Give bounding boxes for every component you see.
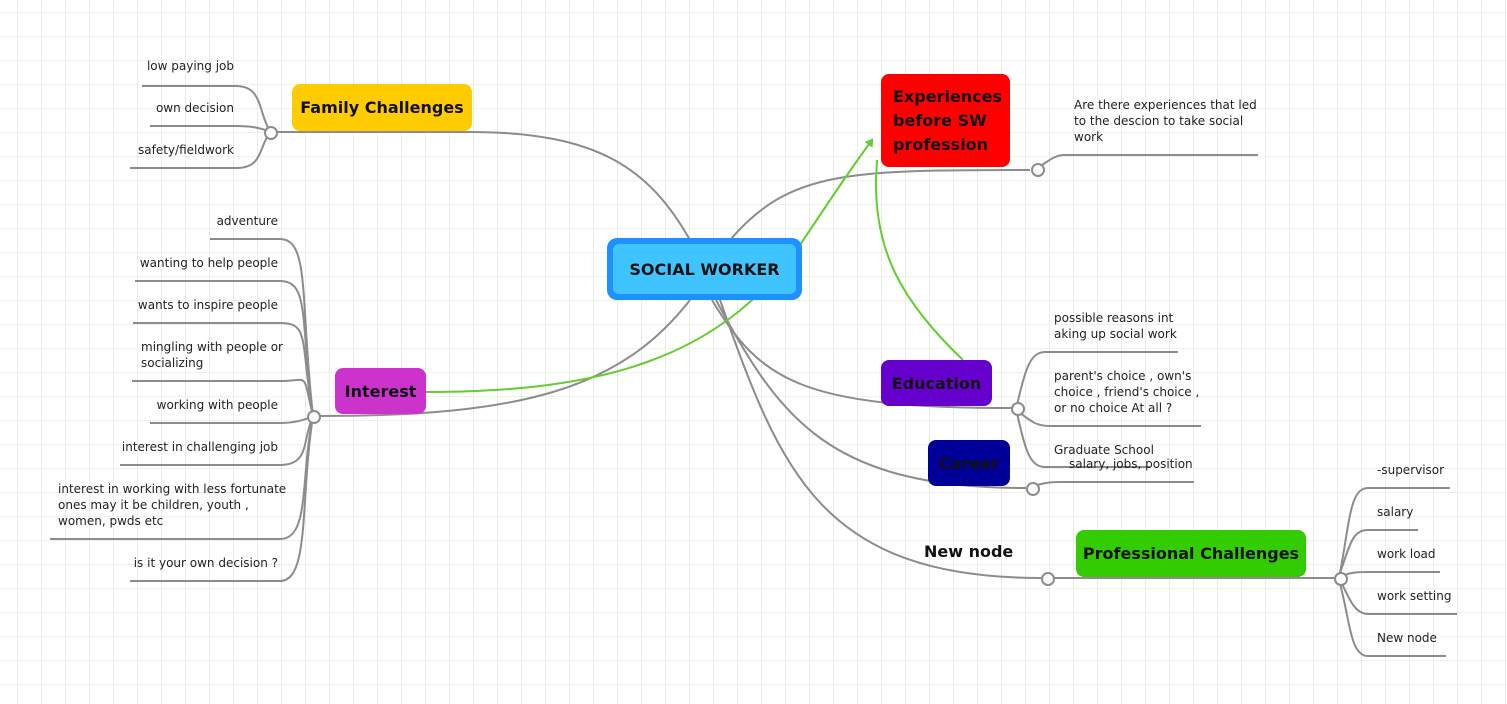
leaf-education[interactable]: possible reasons int aking up social wor… (1054, 311, 1177, 341)
leaf-education[interactable]: parent's choice , own's choice , friend'… (1054, 369, 1200, 415)
collapse-toggle-experiences[interactable] (1031, 163, 1045, 177)
leaf-interest[interactable]: interest in working with less fortunate … (58, 482, 287, 528)
central-topic-inner: SOCIAL WORKER (613, 244, 796, 294)
topic-label: Experiences before SW profession (893, 86, 1003, 154)
leaf-interest[interactable]: interest in challenging job (121, 440, 278, 454)
leaf-family[interactable]: low paying job (146, 59, 234, 73)
link-central-experiences (729, 169, 1031, 241)
topic-interest[interactable]: Interest (335, 368, 426, 414)
leaf-professional[interactable]: salary (1377, 505, 1414, 519)
link-central-newnode (719, 299, 1042, 579)
central-topic-label: SOCIAL WORKER (629, 259, 780, 279)
leaf-interest[interactable]: is it your own decision ? (133, 556, 278, 570)
link-family-item (150, 125, 271, 133)
leaf-interest[interactable]: wants to inspire people (137, 298, 278, 312)
collapse-toggle-professional[interactable] (1334, 572, 1348, 586)
leaf-interest[interactable]: adventure (216, 214, 278, 228)
leaf-interest[interactable]: working with people (156, 398, 278, 412)
leaf-family[interactable]: safety/fieldwork (138, 143, 234, 157)
leaf-professional[interactable]: work setting (1377, 589, 1452, 603)
central-topic[interactable]: SOCIAL WORKER (607, 238, 802, 300)
topic-professional-challenges[interactable]: Professional Challenges (1076, 530, 1306, 577)
collapse-toggle-newnode[interactable] (1041, 572, 1055, 586)
leaf-interest[interactable]: mingling with people or socializing (141, 340, 283, 370)
link-interest-item (120, 415, 314, 466)
leaf-professional[interactable]: New node (1377, 631, 1437, 645)
collapse-toggle-interest[interactable] (307, 410, 321, 424)
relationship-education-experiences (874, 159, 964, 361)
link-professional-item (1343, 571, 1440, 576)
link-professional-item (1339, 529, 1418, 574)
link-education-item (1016, 351, 1178, 406)
topic-label: Family Challenges (300, 98, 464, 117)
collapse-toggle-education[interactable] (1011, 402, 1025, 416)
collapse-toggle-career[interactable] (1026, 482, 1040, 496)
topic-label: Education (891, 373, 982, 393)
link-interest-item (132, 378, 314, 417)
leaf-family[interactable]: own decision (155, 101, 234, 115)
link-family-item (142, 85, 271, 133)
link-central-family (276, 131, 691, 241)
link-central-interest (319, 299, 691, 417)
topic-label: Career (938, 453, 1000, 473)
leaf-interest[interactable]: wanting to help people (139, 256, 278, 270)
collapse-toggle-family[interactable] (264, 126, 278, 140)
leaf-education[interactable]: Graduate School (1054, 443, 1154, 457)
link-professional-item (1341, 583, 1457, 615)
link-education-item (1019, 412, 1201, 427)
topic-new-node[interactable]: New node (924, 542, 1014, 561)
link-experiences-item (1041, 154, 1258, 166)
topic-label: Professional Challenges (1082, 544, 1300, 563)
topic-family-challenges[interactable]: Family Challenges (292, 84, 472, 131)
topic-career[interactable]: Career (928, 440, 1010, 486)
leaf-career[interactable]: salary, jobs, position (1069, 457, 1193, 471)
leaf-experiences[interactable]: Are there experiences that led to the de… (1074, 98, 1257, 144)
topic-experiences[interactable]: Experiences before SW profession (881, 74, 1010, 167)
link-education-item (1016, 412, 1150, 468)
leaf-professional[interactable]: work load (1377, 547, 1436, 561)
topic-label: Interest (344, 381, 417, 401)
link-career-item (1036, 481, 1194, 486)
link-interest-item (150, 415, 314, 424)
link-professional-item (1339, 583, 1446, 657)
link-interest-item (130, 415, 314, 582)
leaf-professional[interactable]: -supervisor (1377, 463, 1445, 477)
link-interest-item (133, 322, 314, 417)
topic-education[interactable]: Education (881, 360, 992, 406)
link-professional-item (1339, 487, 1450, 574)
